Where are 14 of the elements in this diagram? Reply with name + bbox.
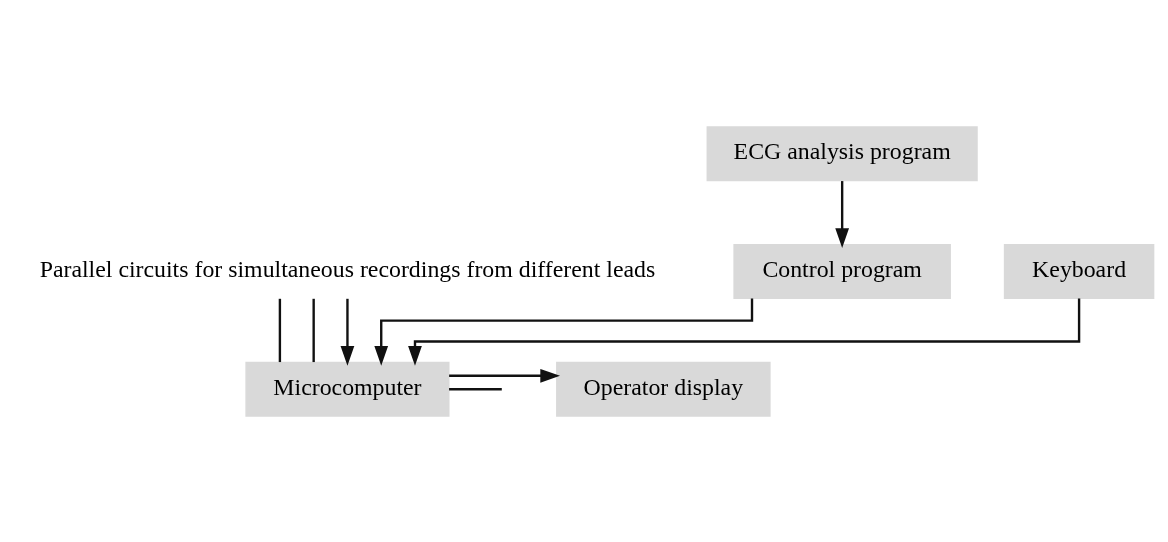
arrow <box>374 297 754 366</box>
connector <box>312 298 315 362</box>
node-box: Operator display <box>556 361 771 417</box>
arrow <box>449 368 560 383</box>
connector <box>278 298 282 362</box>
node-box: Microcomputer <box>245 361 450 417</box>
node-text: Parallel circuits for simultaneous recordings from different leads <box>39 255 656 282</box>
arrow <box>408 297 1081 366</box>
arrow <box>835 180 850 248</box>
arrow <box>340 298 355 366</box>
connector <box>449 387 502 390</box>
node-box: Keyboard <box>1003 243 1155 299</box>
node-box: Control program <box>733 243 951 299</box>
node-box: ECG analysis program <box>706 125 978 181</box>
